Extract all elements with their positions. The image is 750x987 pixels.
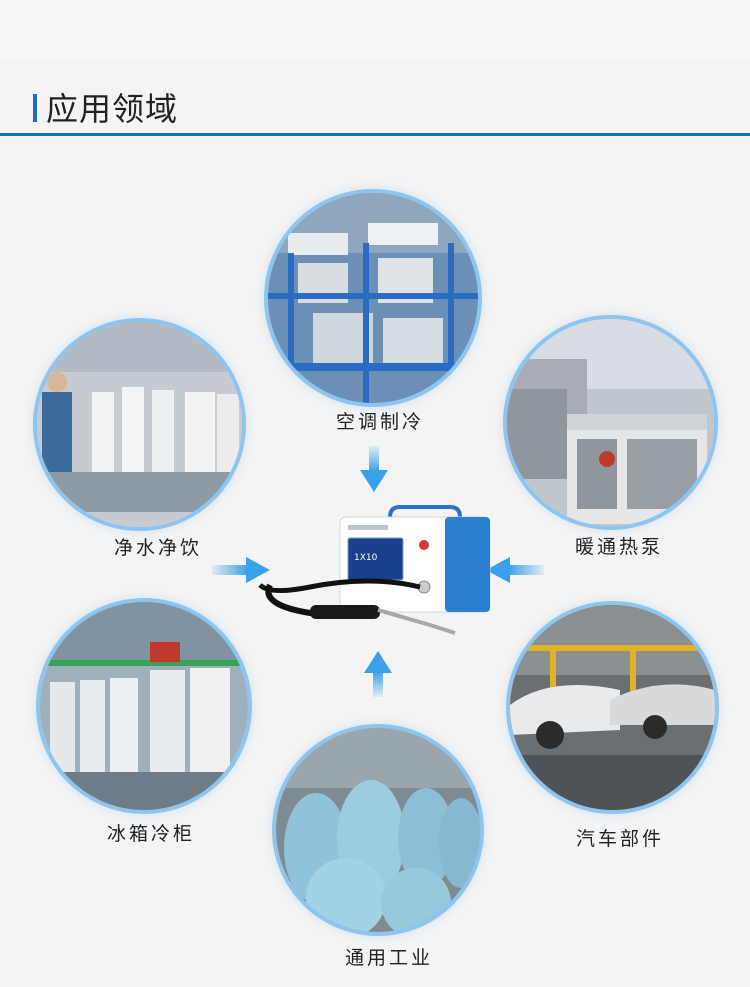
header-divider: [0, 133, 750, 136]
general-industry-image: [276, 728, 480, 932]
water-purification-image: [37, 322, 242, 527]
label-refrigerator: 冰箱冷柜: [107, 823, 196, 845]
refrigerator-image: [40, 602, 248, 810]
heat-pump-image: [507, 319, 714, 526]
arrow-right-icon: [212, 557, 270, 583]
section-header: [0, 58, 750, 138]
label-auto-parts: 汽车部件: [576, 828, 665, 850]
title-accent-bar: [33, 94, 37, 122]
arrow-down-icon: [360, 446, 388, 492]
label-water-purification: 净水净饮: [114, 537, 203, 559]
arrow-up-icon: [364, 651, 392, 697]
label-general-industry: 通用工业: [345, 947, 434, 969]
label-air-conditioning: 空调制冷: [336, 411, 425, 433]
air-conditioning-image: [268, 193, 478, 403]
arrow-left-icon: [486, 557, 544, 583]
leak-detector-device: 1X10: [258, 505, 491, 635]
page-title: 应用领域: [46, 90, 179, 128]
top-banner: [0, 0, 750, 58]
device-screen-reading: 1X10: [354, 553, 378, 563]
auto-parts-image: [510, 605, 715, 810]
label-heat-pump: 暖通热泵: [575, 536, 664, 558]
